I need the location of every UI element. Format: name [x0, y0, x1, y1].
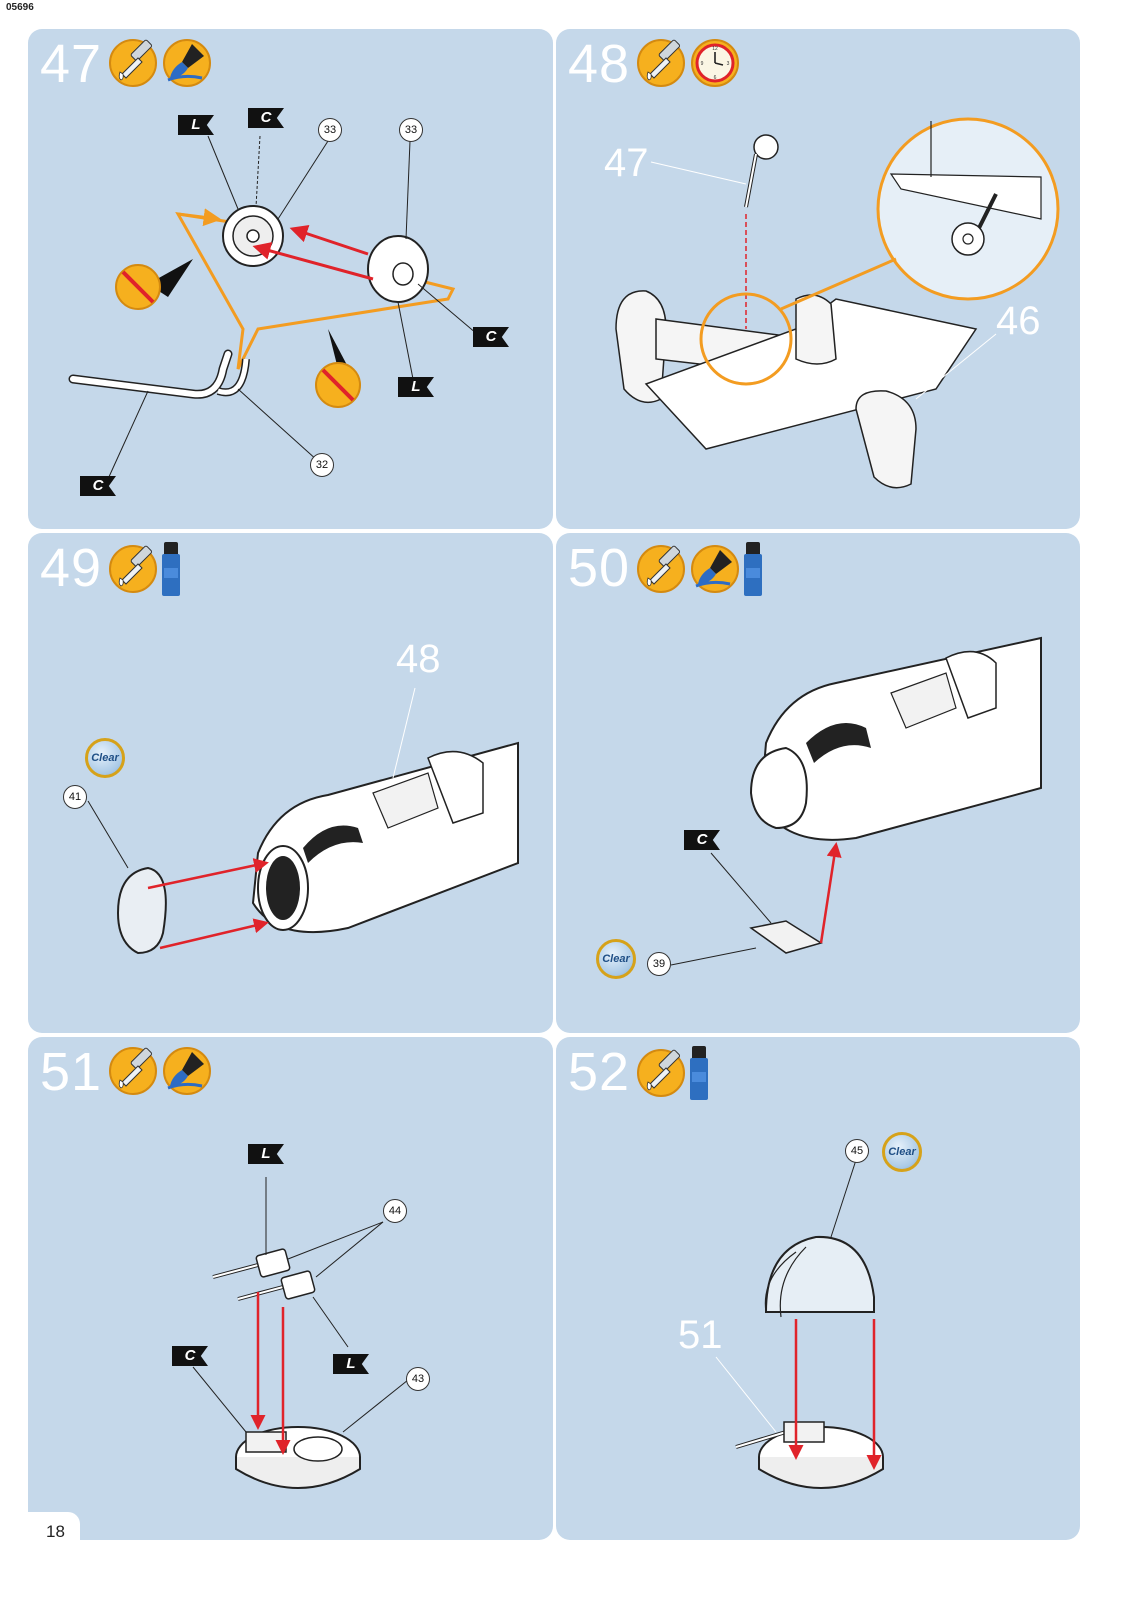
side-flag: L [248, 1144, 284, 1164]
part-callout: 33 [399, 118, 423, 142]
step-number: 50 [568, 538, 631, 598]
side-flag: L [178, 115, 214, 135]
turret-canopy-illustration [715, 1159, 884, 1489]
part-callout: 32 [310, 453, 334, 477]
step-52-panel: 52 45 Clear 51 [556, 1037, 1080, 1540]
part-callout: 33 [318, 118, 342, 142]
side-flag: C [473, 327, 509, 347]
side-flag: C [172, 1346, 208, 1366]
side-flag: C [80, 476, 116, 496]
side-flag: C [684, 830, 720, 850]
turret-guns-illustration [192, 1177, 409, 1489]
side-flag: C [248, 108, 284, 128]
step-number: 49 [40, 538, 103, 598]
step-49-panel: 49 Clear 41 48 [28, 533, 553, 1033]
step-51-panel: 51 L 44 C L 43 [28, 1037, 553, 1540]
step-number: 52 [568, 1042, 631, 1102]
part-callout: 44 [383, 1199, 407, 1223]
part-callout: 45 [845, 1139, 869, 1163]
aircraft-tailwheel-illustration [615, 117, 1060, 489]
part-callout: 39 [647, 952, 671, 976]
nose-window-illustration [670, 636, 1042, 966]
wheel-assembly-illustration [68, 135, 484, 480]
part-number-label: 46 [996, 299, 1041, 343]
clear-parts-badge: Clear [596, 939, 636, 979]
nose-canopy-illustration [87, 687, 519, 955]
part-number-label: 48 [396, 637, 441, 681]
clear-parts-badge: Clear [85, 738, 125, 778]
side-flag: L [333, 1354, 369, 1374]
part-number-label: 47 [604, 141, 649, 185]
page-number: 18 [28, 1512, 80, 1562]
step-50-panel: 50 C Clear 39 [556, 533, 1080, 1033]
part-callout: 43 [406, 1367, 430, 1391]
clear-parts-badge: Clear [882, 1132, 922, 1172]
step-number: 51 [40, 1042, 103, 1102]
step-number: 48 [568, 34, 631, 94]
part-number-label: 51 [678, 1313, 723, 1357]
document-code: 05696 [6, 2, 34, 13]
step-47-panel: 47 33 [28, 29, 553, 529]
part-callout: 41 [63, 785, 87, 809]
side-flag: L [398, 377, 434, 397]
step-number: 47 [40, 34, 103, 94]
step-48-panel: 48 47 46 [556, 29, 1080, 529]
